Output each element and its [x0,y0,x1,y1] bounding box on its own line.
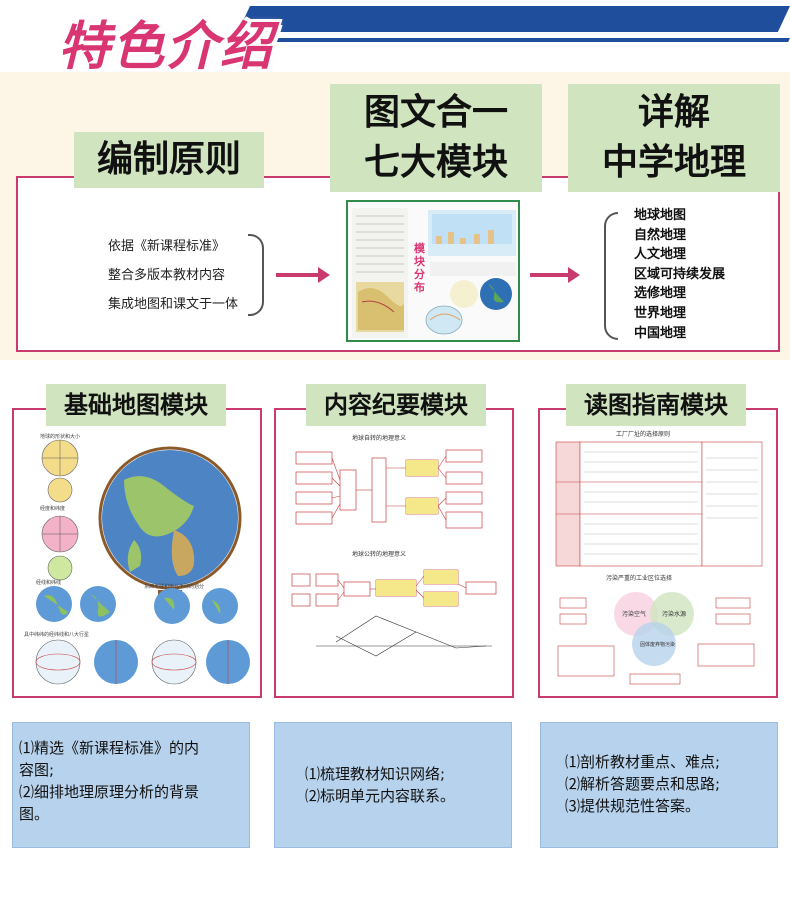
reading-guide-illustration: 工厂厂址的选择原则 污染严重的工业区位选择 污染空气 污染水源 固体废弃物污染 [555,430,763,685]
content-summary-panel: 地球自转的地理意义 地球公转的地理意义 [274,408,514,698]
basic-map-label: 基础地图模块 [46,384,226,426]
arrow-icon [530,267,580,283]
page-title: 特色介绍 [58,17,275,77]
header-stripe [237,6,790,32]
module-item: 地球地图 [634,208,687,223]
circle-label: 污染空气 [622,610,646,618]
thumbnail-caption: 分 [414,267,425,281]
map-caption: 经度和纬度 [40,505,65,512]
principle-item: 集成地图和课文于一体 [108,297,239,312]
arrow-icon [276,267,330,283]
principle-label: 编制原则 [74,132,264,188]
map-caption: 经线和纬线 [36,579,61,586]
description-line: ⑶提供规范性答案。 [565,797,701,815]
reading-guide-label: 读图指南模块 [566,384,746,426]
content-summary-label: 内容纪要模块 [306,384,486,426]
circle-label: 固体废弃物污染 [640,641,675,648]
diagram-title: 污染严重的工业区位选择 [606,574,672,582]
module-item: 中国地理 [634,325,687,341]
thumbnail-caption: 布 [414,280,425,294]
feature-label-line: 中学地理 [601,142,746,183]
module-item: 选修地理 [634,286,687,302]
basic-map-illustration: 地球的形状和大小 经度和纬度 经线和纬线 东西半球和南北半球的划分 具中纬纬的经… [24,433,250,685]
brace-right-facing [248,234,264,316]
map-caption: 东西半球和南北半球的划分 [144,583,204,590]
module-item: 区域可持续发展 [634,266,726,282]
module-thumbnail: 模 块 分 布 [346,200,520,342]
module-item: 人文地理 [634,247,687,263]
reading-guide-description: ⑴剖析教材重点、难点; ⑵解析答题要点和思路; ⑶提供规范性答案。 [540,722,778,848]
diagram-title: 地球公转的地理意义 [352,550,406,558]
map-caption: 地球的形状和大小 [40,433,80,440]
description-line: ⑵解析答题要点和思路; [565,775,721,793]
thumbnail-caption: 模 [414,241,426,255]
header-stripe-thin [268,38,790,42]
module-list: 地球地图 自然地理 人文地理 区域可持续发展 选修地理 世界地理 中国地理 [634,206,725,343]
diagram-title: 工厂厂址的选择原则 [616,430,670,438]
feature-label-line: 七大模块 [363,142,508,183]
feature-label-line: 图文合一 [363,92,508,133]
description-line: ⑴梳理教材知识网络; [305,765,446,783]
description-line: 图。 [19,805,50,823]
module-item: 世界地理 [634,305,687,321]
basic-map-panel: 地球的形状和大小 经度和纬度 经线和纬线 东西半球和南北半球的划分 具中纬纬的经… [12,408,262,698]
reading-guide-panel: 工厂厂址的选择原则 污染严重的工业区位选择 污染空气 污染水源 固体废弃物污染 [538,408,778,698]
description-line: ⑵标明单元内容联系。 [305,787,456,805]
description-line: ⑴剖析教材重点、难点; [565,753,721,771]
brace-left-facing [604,212,618,340]
module-item: 自然地理 [634,227,687,243]
basic-map-description: ⑴精选《新课程标准》的内 容图; ⑵细排地理原理分析的背景 图。 [12,722,250,848]
principle-item: 整合多版本教材内容 [108,268,226,283]
description-line: 容图; [19,761,55,779]
description-line: ⑵细排地理原理分析的背景 [19,783,200,801]
feature-label-middle: 图文合一 七大模块 [330,84,542,192]
header-band: 特色介绍 [0,0,790,77]
feature-label-line: 详解 [637,92,710,133]
circle-label: 污染水源 [662,610,686,618]
feature-label-right: 详解 中学地理 [568,84,780,192]
principle-list: 依据《新课程标准》 整合多版本教材内容 集成地图和课文于一体 [108,232,238,319]
content-summary-description: ⑴梳理教材知识网络; ⑵标明单元内容联系。 [274,722,512,848]
description-line: ⑴精选《新课程标准》的内 [19,739,200,757]
principle-item: 依据《新课程标准》 [108,239,226,254]
map-caption: 具中纬纬的经纬线和八大行星 [24,631,89,638]
diagram-title: 地球自转的地理意义 [352,434,406,442]
thumbnail-caption: 块 [414,254,426,268]
content-summary-illustration: 地球自转的地理意义 地球公转的地理意义 [291,434,497,657]
thumbnail-illustration: 模 块 分 布 [352,208,516,338]
